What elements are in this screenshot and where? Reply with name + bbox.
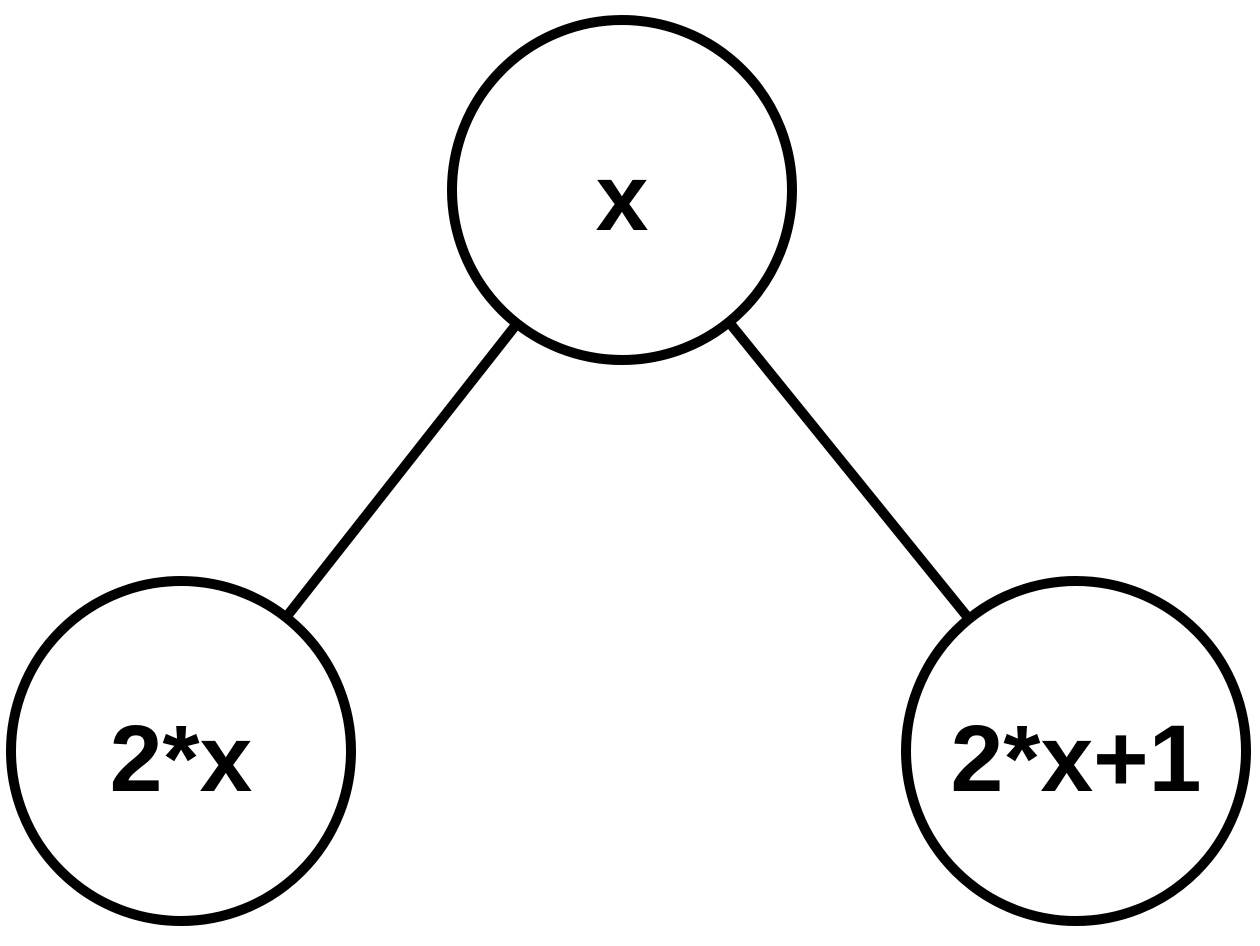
node-root-circle <box>447 15 797 365</box>
node-left-child-label: 2*x <box>110 706 253 812</box>
node-right-child-circle <box>901 576 1251 926</box>
node-root-label: x <box>596 145 649 251</box>
node-right-child-label: 2*x+1 <box>951 706 1202 812</box>
node-left-child-circle <box>6 576 356 926</box>
